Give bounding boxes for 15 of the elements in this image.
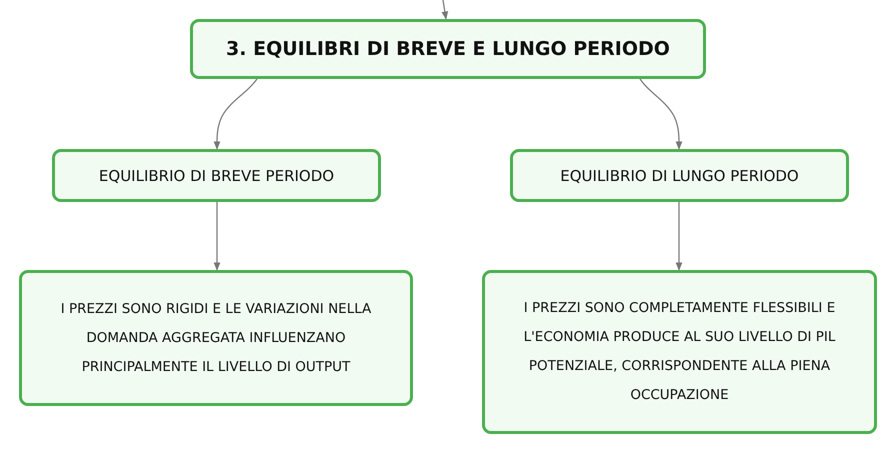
description-box: [19, 270, 413, 406]
connector-arrow: [640, 78, 682, 150]
node-text: EQUILIBRIO DI BREVE PERIODO: [98, 166, 334, 184]
connector-arrow: [214, 202, 220, 271]
description-box: [482, 270, 877, 434]
node-text: I PREZZI SONO COMPLETAMENTE FLESSIBILI E L'ECONOMIA PRODUCE AL SUO LIVELLO DI PIL POTENZIALE, CORRISPONDENTE ALLA PIENA OCCUPAZIONE: [522, 299, 836, 405]
connector-arrow: [676, 202, 682, 271]
subtopic-box: [510, 149, 849, 202]
connector-arrow: [442, 0, 448, 20]
connector-arrow: [214, 78, 258, 150]
topic-box: [190, 19, 706, 79]
subtopic-box: [52, 149, 381, 202]
node-text: 3. EQUILIBRI DI BREVE E LUNGO PERIODO: [226, 38, 670, 60]
node-text: EQUILIBRIO DI LUNGO PERIODO: [560, 166, 799, 184]
node-text: I PREZZI SONO RIGIDI E LE VARIAZIONI NELLA DOMANDA AGGREGATA INFLUENZANO PRINCIPALMENTE IL LIVELLO DI OUTPUT: [60, 300, 372, 376]
